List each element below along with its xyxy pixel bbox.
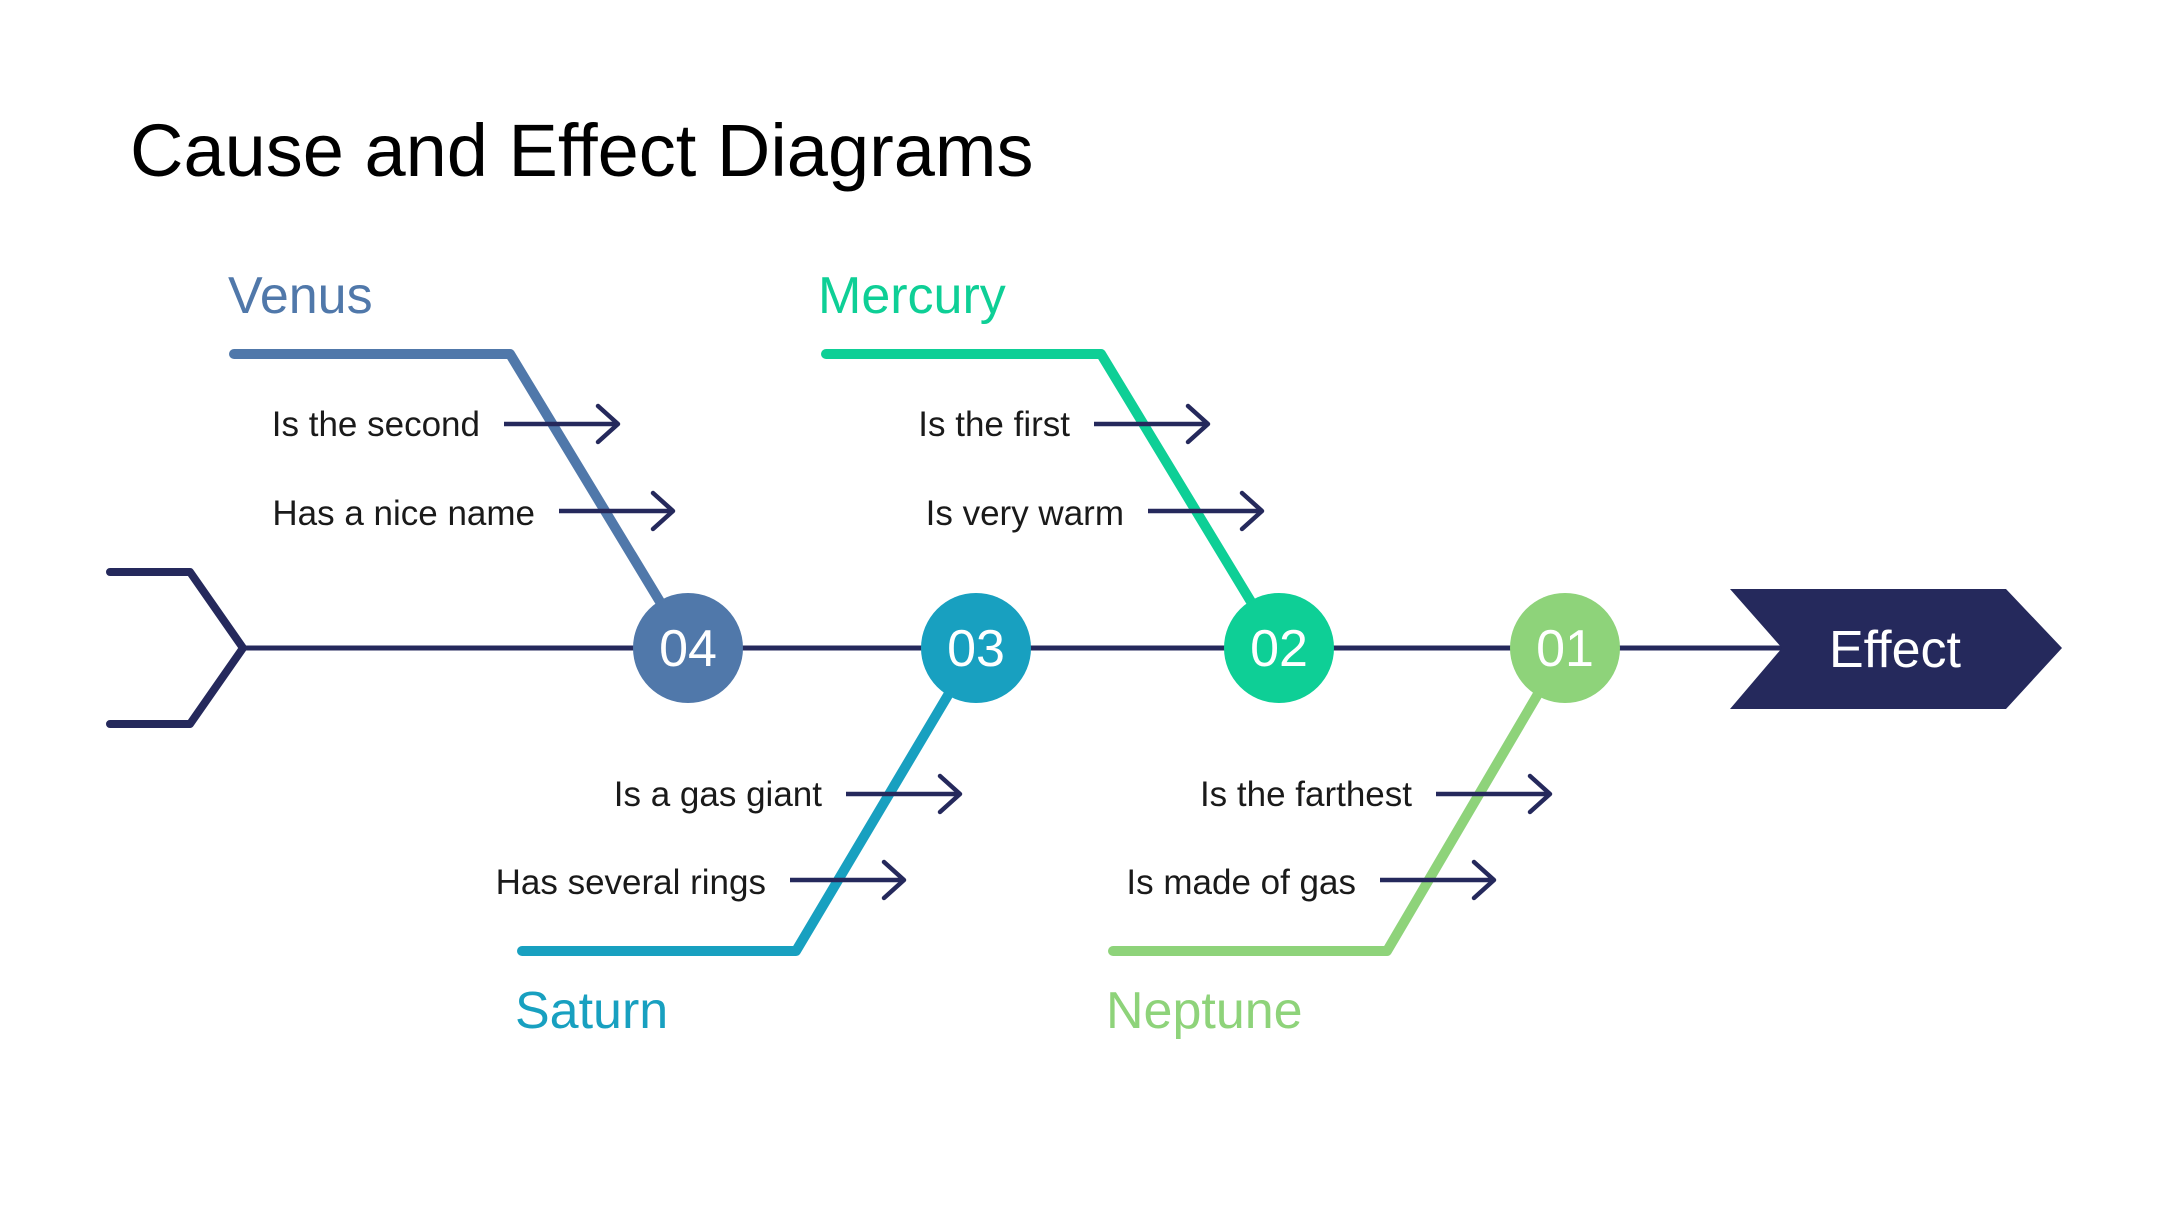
- venus-number: 04: [659, 620, 717, 678]
- neptune-label: Neptune: [1106, 982, 1303, 1040]
- neptune-item-1: Is the farthest: [1200, 775, 1412, 814]
- saturn-item-1: Is a gas giant: [614, 775, 822, 814]
- arrow-icon: [1436, 773, 1553, 815]
- effect-label: Effect: [1829, 621, 1962, 679]
- saturn-bone: [517, 643, 981, 956]
- mercury-number-circle: [1224, 593, 1334, 703]
- venus-number-circle: [633, 593, 743, 703]
- venus-bone: [229, 349, 693, 653]
- saturn-item-2: Has several rings: [496, 863, 766, 902]
- effect-head: [1730, 589, 2062, 709]
- cause-venus: Venus Is the second Has a nice name 04: [228, 267, 743, 703]
- cause-neptune: Neptune Is the farthest Is made of gas 0…: [1106, 593, 1620, 1040]
- saturn-number: 03: [947, 620, 1005, 678]
- neptune-item-2: Is made of gas: [1126, 863, 1356, 902]
- venus-item-1: Is the second: [272, 405, 480, 444]
- arrow-icon: [504, 403, 621, 445]
- venus-item-2: Has a nice name: [272, 494, 535, 533]
- mercury-bone: [821, 349, 1284, 653]
- arrow-icon: [846, 773, 963, 815]
- saturn-label: Saturn: [515, 982, 668, 1040]
- venus-label: Venus: [228, 267, 373, 325]
- fish-tail: [106, 568, 247, 728]
- cause-saturn: Saturn Is a gas giant Has several rings …: [496, 593, 1031, 1040]
- arrow-icon: [1148, 490, 1265, 532]
- arrow-icon: [559, 490, 676, 532]
- page-title: Cause and Effect Diagrams: [130, 109, 1034, 192]
- arrow-icon: [1094, 403, 1211, 445]
- cause-mercury: Mercury Is the first Is very warm 02: [818, 267, 1334, 703]
- mercury-item-1: Is the first: [918, 405, 1070, 444]
- mercury-number: 02: [1250, 620, 1308, 678]
- saturn-number-circle: [921, 593, 1031, 703]
- neptune-number: 01: [1536, 620, 1594, 678]
- arrow-icon: [790, 859, 907, 901]
- arrow-icon: [1380, 859, 1497, 901]
- neptune-number-circle: [1510, 593, 1620, 703]
- mercury-label: Mercury: [818, 267, 1006, 325]
- neptune-bone: [1108, 643, 1570, 956]
- mercury-item-2: Is very warm: [926, 494, 1124, 533]
